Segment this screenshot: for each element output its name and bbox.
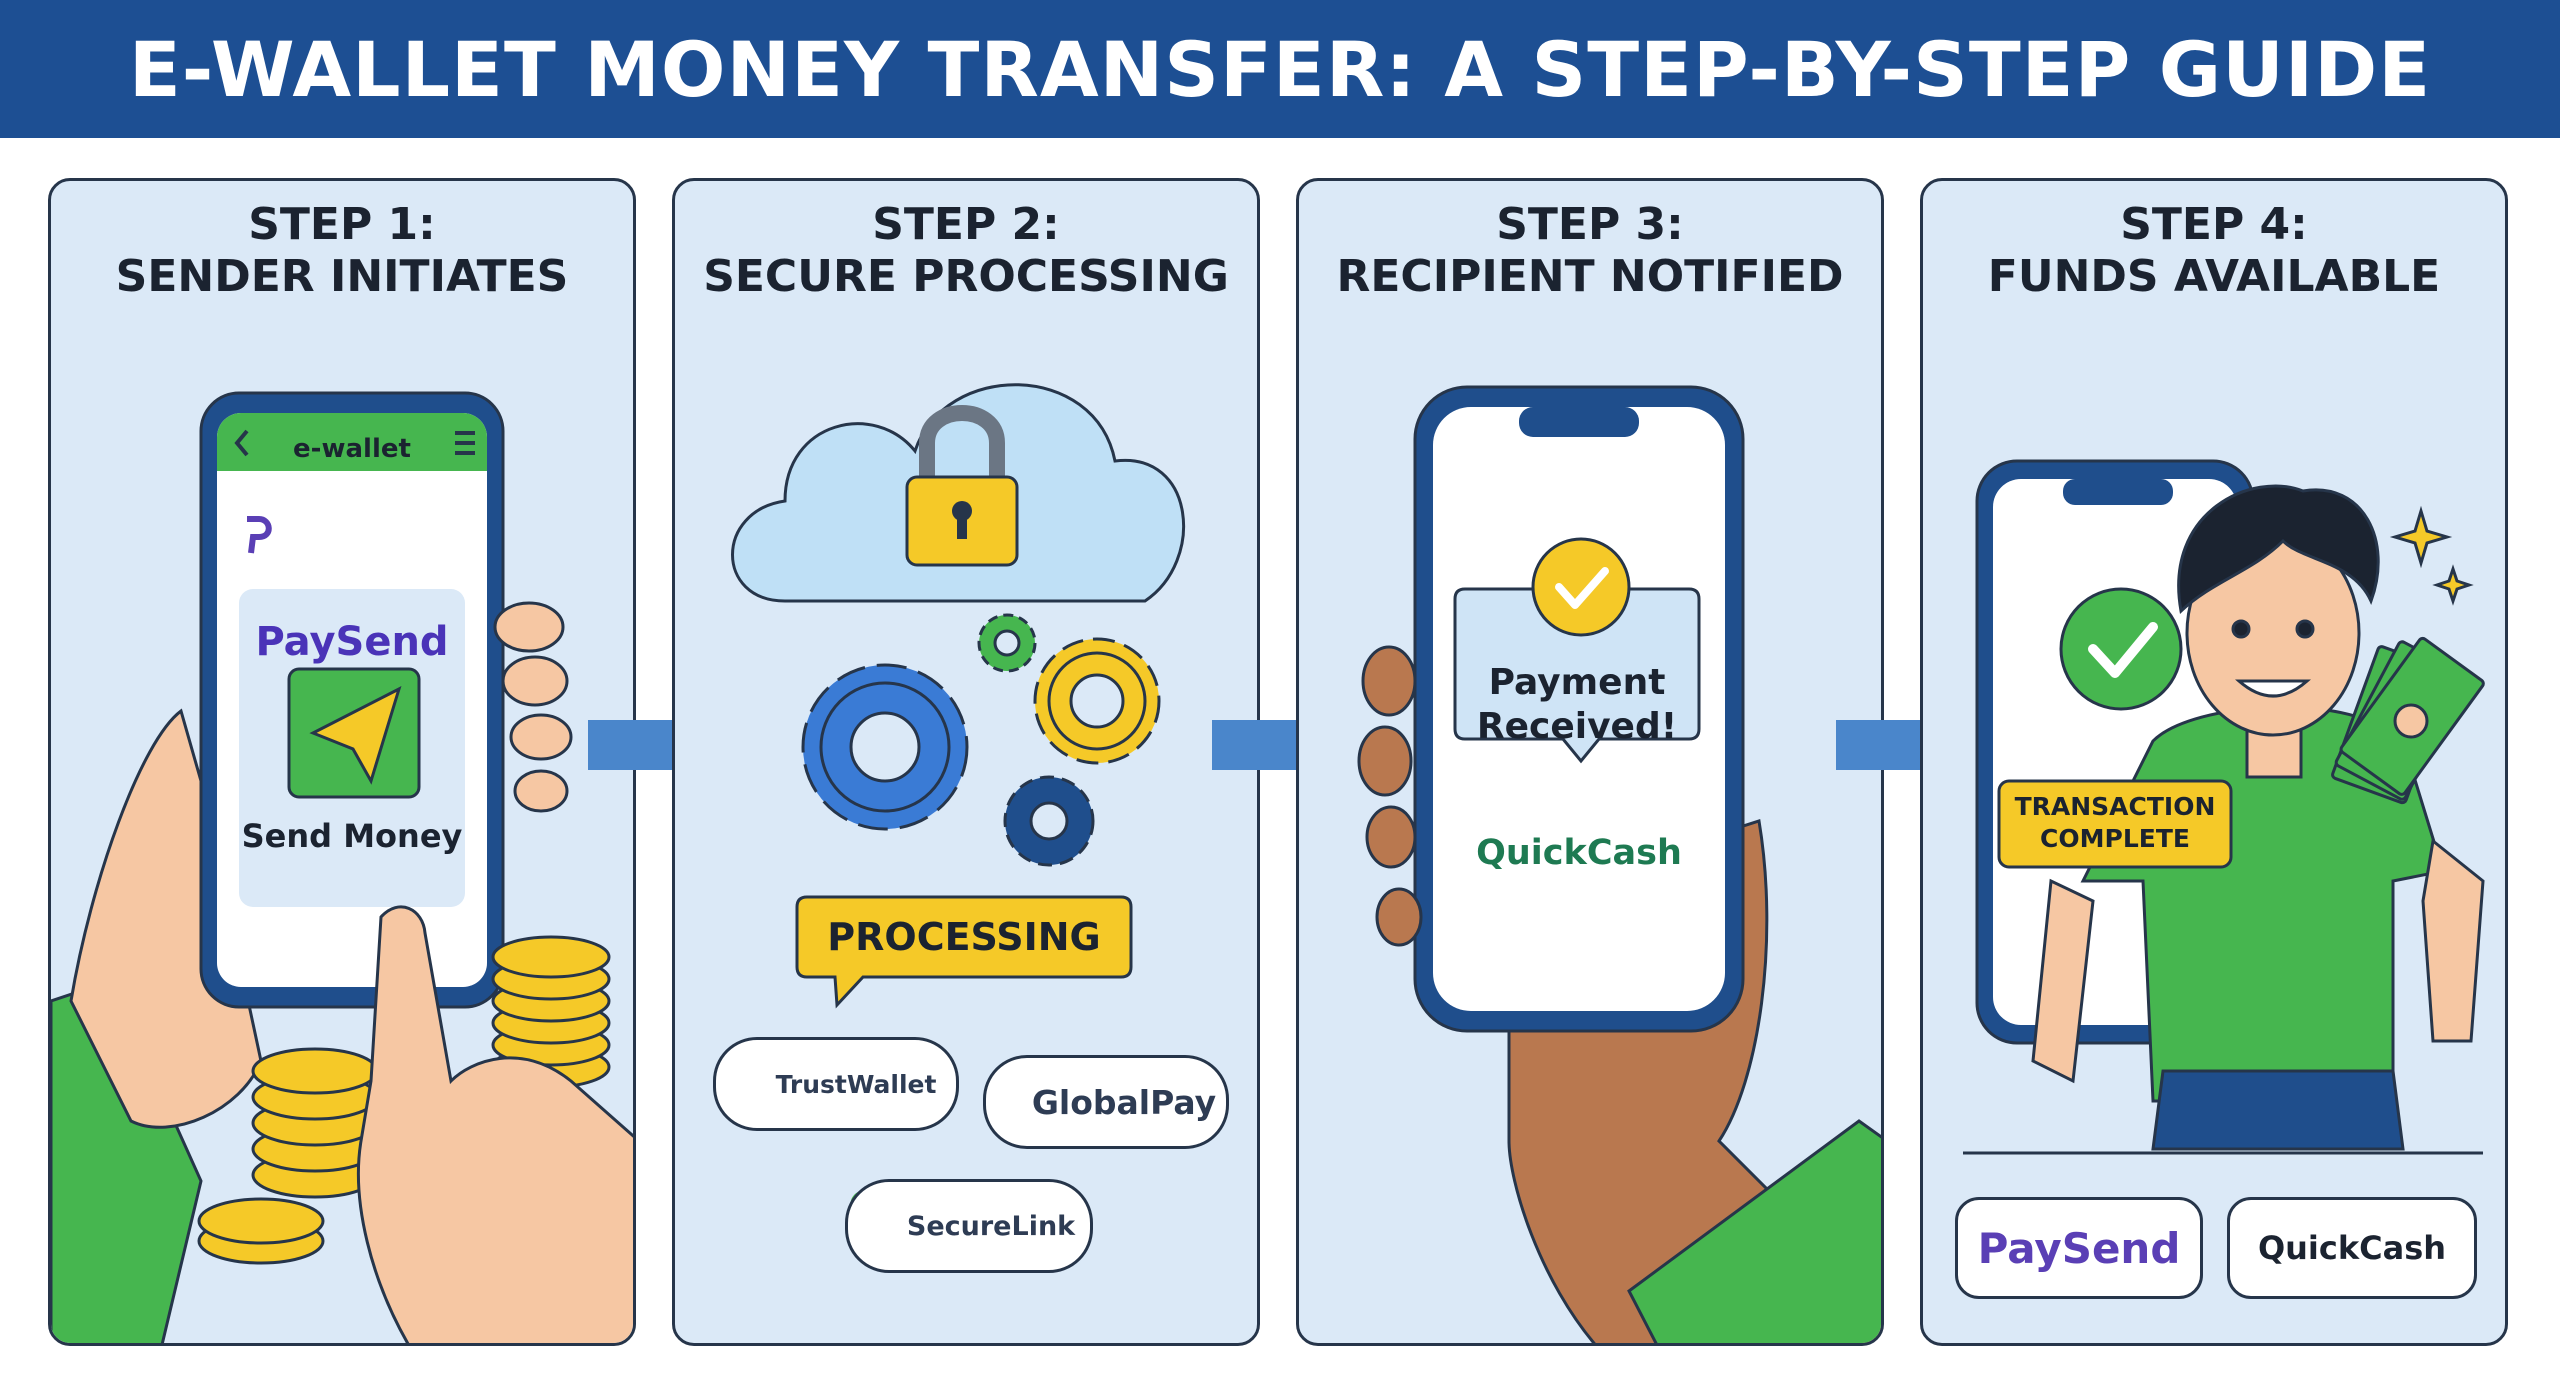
menu-icon — [455, 431, 475, 455]
partner-securelink-label: SecureLink — [906, 1210, 1076, 1242]
title-banner: E-WALLET MONEY TRANSFER: A STEP-BY-STEP … — [0, 0, 2560, 138]
checkmark-icon — [1531, 537, 1631, 637]
phone-header-title: e-wallet — [293, 434, 411, 464]
checkmark-icon — [2059, 587, 2183, 711]
finger-tap — [357, 905, 633, 1343]
partner-trustwallet: TrustWallet — [713, 1037, 959, 1131]
step-3-title: STEP 3: RECIPIENT NOTIFIED — [1299, 199, 1881, 303]
step-2-label: STEP 2: — [872, 199, 1060, 250]
step-1-panel: STEP 1: SENDER INITIATES — [48, 178, 636, 1346]
phone-step-1 — [199, 391, 505, 1009]
transaction-complete-text: TRANSACTION COMPLETE — [1999, 791, 2231, 855]
partner-securelink: SecureLink — [845, 1179, 1093, 1273]
hand-holding-phone — [69, 708, 263, 1129]
paper-plane-icon — [309, 686, 402, 785]
paysend-brand: PaySend — [255, 619, 449, 665]
sleeve — [1627, 1119, 1881, 1343]
brand-quickcash: QuickCash — [2227, 1197, 2477, 1299]
step-2-title: STEP 2: SECURE PROCESSING — [675, 199, 1257, 303]
step-3-illustration — [1357, 385, 1881, 1343]
step-3-name: RECIPIENT NOTIFIED — [1336, 251, 1844, 302]
step-1-label: STEP 1: — [248, 199, 436, 250]
page-title: E-WALLET MONEY TRANSFER: A STEP-BY-STEP … — [128, 24, 2432, 114]
step-4-label: STEP 4: — [2120, 199, 2308, 250]
payment-received-text: Payment Received! — [1476, 662, 1678, 747]
gears-icon — [801, 613, 1161, 867]
step-4-name: FUNDS AVAILABLE — [1987, 251, 2441, 302]
partner-globalpay: GlobalPay — [983, 1055, 1229, 1149]
step-1-title: STEP 1: SENDER INITIATES — [51, 199, 633, 303]
partner-trustwallet-label: TrustWallet — [775, 1069, 937, 1099]
chevron-left-icon — [234, 429, 249, 457]
sparkle-icon — [2389, 505, 2474, 606]
processing-status: PROCESSING — [827, 915, 1101, 959]
paysend-logo-icon — [247, 516, 272, 554]
partner-globalpay-label: GlobalPay — [1031, 1082, 1217, 1122]
transaction-line-1: TRANSACTION — [2014, 792, 2216, 821]
transaction-complete-badge — [1997, 779, 2233, 869]
step-1-name: SENDER INITIATES — [115, 251, 569, 302]
gripping-fingers — [1357, 645, 1423, 947]
step-4-panel: STEP 4: FUNDS AVAILABLE — [1920, 178, 2508, 1346]
step-3-panel: STEP 3: RECIPIENT NOTIFIED Payment Recei… — [1296, 178, 1884, 1346]
phone-step-3 — [1413, 385, 1745, 1033]
step-4-illustration — [1963, 459, 2485, 1155]
transaction-line-2: COMPLETE — [2040, 824, 2190, 853]
cash-bills-icon — [2331, 636, 2485, 805]
brand-paysend-label: PaySend — [1977, 1223, 2181, 1273]
gripping-fingers — [493, 601, 573, 813]
brand-quickcash-label: QuickCash — [2257, 1229, 2447, 1267]
step-2-name: SECURE PROCESSING — [703, 251, 1229, 302]
padlock-icon — [905, 405, 1019, 567]
step-3-label: STEP 3: — [1496, 199, 1684, 250]
step-4-title: STEP 4: FUNDS AVAILABLE — [1923, 199, 2505, 303]
processing-badge — [795, 895, 1133, 1009]
step-2-illustration — [731, 383, 1186, 1225]
notification-bubble — [1453, 587, 1701, 764]
step-2-panel: STEP 2: SECURE PROCESSING PROCESSING Tru… — [672, 178, 1260, 1346]
brand-paysend: PaySend — [1955, 1197, 2203, 1299]
step-1-illustration — [51, 391, 633, 1343]
send-money-button[interactable]: Send Money — [241, 817, 463, 855]
quickcash-brand: QuickCash — [1476, 833, 1682, 873]
